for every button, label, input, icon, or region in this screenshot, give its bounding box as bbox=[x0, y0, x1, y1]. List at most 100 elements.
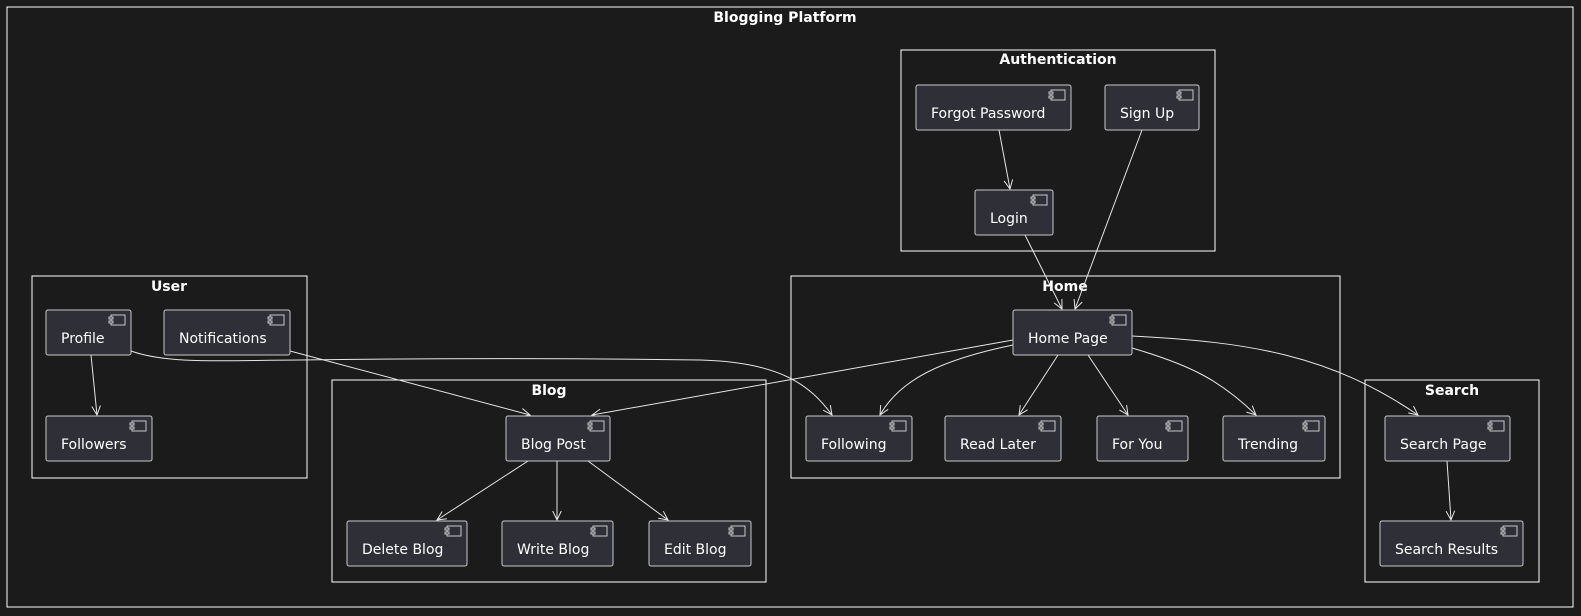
edge-blog-post-to-write-blog-arrowhead bbox=[552, 510, 562, 522]
edge-home-page-to-following-arrowhead bbox=[879, 404, 889, 417]
component-icon bbox=[1165, 420, 1183, 432]
edge-forgot-password-to-login bbox=[998, 129, 1014, 191]
component-box bbox=[944, 415, 1062, 462]
component-label-home-page: Home Page bbox=[1028, 331, 1108, 347]
component-box bbox=[915, 84, 1072, 131]
edge-home-page-to-blog-post bbox=[590, 339, 1014, 419]
edge-home-page-to-read-later bbox=[1018, 354, 1059, 416]
edge-home-page-to-for-you-line bbox=[1087, 354, 1129, 416]
component-profile: Profile bbox=[45, 309, 132, 356]
component-icon bbox=[889, 420, 907, 432]
edge-profile-to-following-arrowhead bbox=[822, 405, 833, 416]
component-label-read-later: Read Later bbox=[960, 437, 1036, 453]
component-trending: Trending bbox=[1222, 415, 1326, 462]
edge-sign-up-to-home-page-arrowhead bbox=[1073, 298, 1083, 311]
edge-blog-post-to-edit-blog-arrowhead bbox=[658, 510, 669, 521]
edge-search-page-to-search-results-arrowhead bbox=[1445, 510, 1456, 522]
edge-home-page-to-trending-arrowhead bbox=[1246, 405, 1257, 416]
edge-home-page-to-for-you-arrowhead bbox=[1119, 405, 1129, 416]
component-box bbox=[1384, 415, 1511, 462]
component-edit-blog: Edit Blog bbox=[648, 520, 752, 567]
component-icon bbox=[1302, 420, 1320, 432]
edge-login-to-home-page bbox=[1024, 234, 1063, 311]
component-box bbox=[648, 520, 752, 567]
component-following: Following bbox=[805, 415, 913, 462]
package-title-search: Search bbox=[1425, 383, 1479, 399]
edge-notifications-to-blog-post bbox=[289, 350, 532, 418]
component-icon bbox=[1176, 89, 1194, 101]
component-icon bbox=[1038, 420, 1056, 432]
package-title-home: Home bbox=[1042, 279, 1087, 295]
package-title-user: User bbox=[151, 279, 187, 295]
package-title-blogging-platform: Blogging Platform bbox=[713, 10, 856, 26]
edge-profile-to-followers-arrowhead bbox=[91, 405, 101, 417]
component-box bbox=[501, 520, 614, 567]
component-home-page: Home Page bbox=[1012, 309, 1133, 356]
edge-home-page-to-for-you bbox=[1087, 354, 1129, 416]
package-title-authentication: Authentication bbox=[999, 52, 1116, 68]
edge-home-page-to-search-page-arrowhead bbox=[1408, 405, 1419, 416]
edge-home-page-to-search-page-line bbox=[1131, 335, 1419, 416]
component-label-notifications: Notifications bbox=[179, 331, 267, 347]
component-icon bbox=[728, 525, 746, 537]
component-box bbox=[45, 415, 153, 462]
component-label-for-you: For You bbox=[1112, 437, 1162, 453]
component-followers: Followers bbox=[45, 415, 153, 462]
component-icon bbox=[1487, 420, 1505, 432]
component-label-followers: Followers bbox=[61, 437, 127, 453]
edges-layer bbox=[90, 129, 1456, 522]
edge-login-to-home-page-arrowhead bbox=[1053, 298, 1063, 311]
package-blog: Blog bbox=[331, 379, 767, 583]
component-blog-post: Blog Post bbox=[505, 415, 611, 462]
edge-profile-to-following-line bbox=[130, 350, 833, 416]
edge-forgot-password-to-login-arrowhead bbox=[1003, 179, 1014, 191]
edge-profile-to-followers-line bbox=[90, 354, 98, 416]
component-icon bbox=[1500, 525, 1518, 537]
component-label-trending: Trending bbox=[1237, 437, 1298, 453]
component-box bbox=[505, 415, 611, 462]
component-for-you: For You bbox=[1096, 415, 1189, 462]
edge-home-page-to-blog-post-line bbox=[591, 339, 1014, 416]
component-label-edit-blog: Edit Blog bbox=[664, 542, 727, 558]
component-box bbox=[163, 309, 291, 356]
package-home: Home bbox=[790, 275, 1341, 479]
component-label-forgot-password: Forgot Password bbox=[931, 106, 1045, 122]
edge-blog-post-to-edit-blog-line bbox=[587, 460, 669, 521]
edge-notifications-to-blog-post-line bbox=[289, 350, 531, 416]
edge-blog-post-to-write-blog bbox=[552, 461, 562, 522]
package-authentication: Authentication bbox=[900, 49, 1216, 252]
edge-login-to-home-page-line bbox=[1024, 234, 1063, 310]
component-label-delete-blog: Delete Blog bbox=[362, 542, 443, 558]
component-search-page: Search Page bbox=[1384, 415, 1511, 462]
component-label-blog-post: Blog Post bbox=[521, 437, 586, 453]
component-label-search-page: Search Page bbox=[1400, 437, 1486, 453]
edge-profile-to-followers bbox=[90, 354, 101, 417]
edge-blog-post-to-delete-blog bbox=[436, 460, 529, 521]
component-write-blog: Write Blog bbox=[501, 520, 614, 567]
edge-profile-to-following bbox=[130, 350, 833, 416]
component-search-results: Search Results bbox=[1379, 520, 1524, 567]
edge-home-page-to-trending-line bbox=[1131, 347, 1257, 416]
edge-search-page-to-search-results-line bbox=[1446, 460, 1452, 521]
component-icon bbox=[1030, 194, 1048, 206]
component-label-write-blog: Write Blog bbox=[517, 542, 589, 558]
component-icon bbox=[444, 525, 462, 537]
package-blogging-platform: Blogging Platform bbox=[6, 6, 1574, 608]
edge-search-page-to-search-results bbox=[1445, 460, 1456, 522]
component-icon bbox=[587, 420, 605, 432]
component-icon bbox=[590, 525, 608, 537]
component-delete-blog: Delete Blog bbox=[346, 520, 468, 567]
edge-sign-up-to-home-page-line bbox=[1074, 129, 1143, 310]
edge-home-page-to-following bbox=[879, 344, 1014, 417]
edge-home-page-to-following-line bbox=[879, 344, 1014, 416]
component-label-search-results: Search Results bbox=[1395, 542, 1498, 558]
component-icon bbox=[267, 314, 285, 326]
component-box bbox=[805, 415, 913, 462]
component-icon bbox=[1109, 314, 1127, 326]
component-box bbox=[1012, 309, 1133, 356]
component-icon bbox=[129, 420, 147, 432]
component-icon bbox=[108, 314, 126, 326]
edge-sign-up-to-home-page bbox=[1073, 129, 1143, 311]
